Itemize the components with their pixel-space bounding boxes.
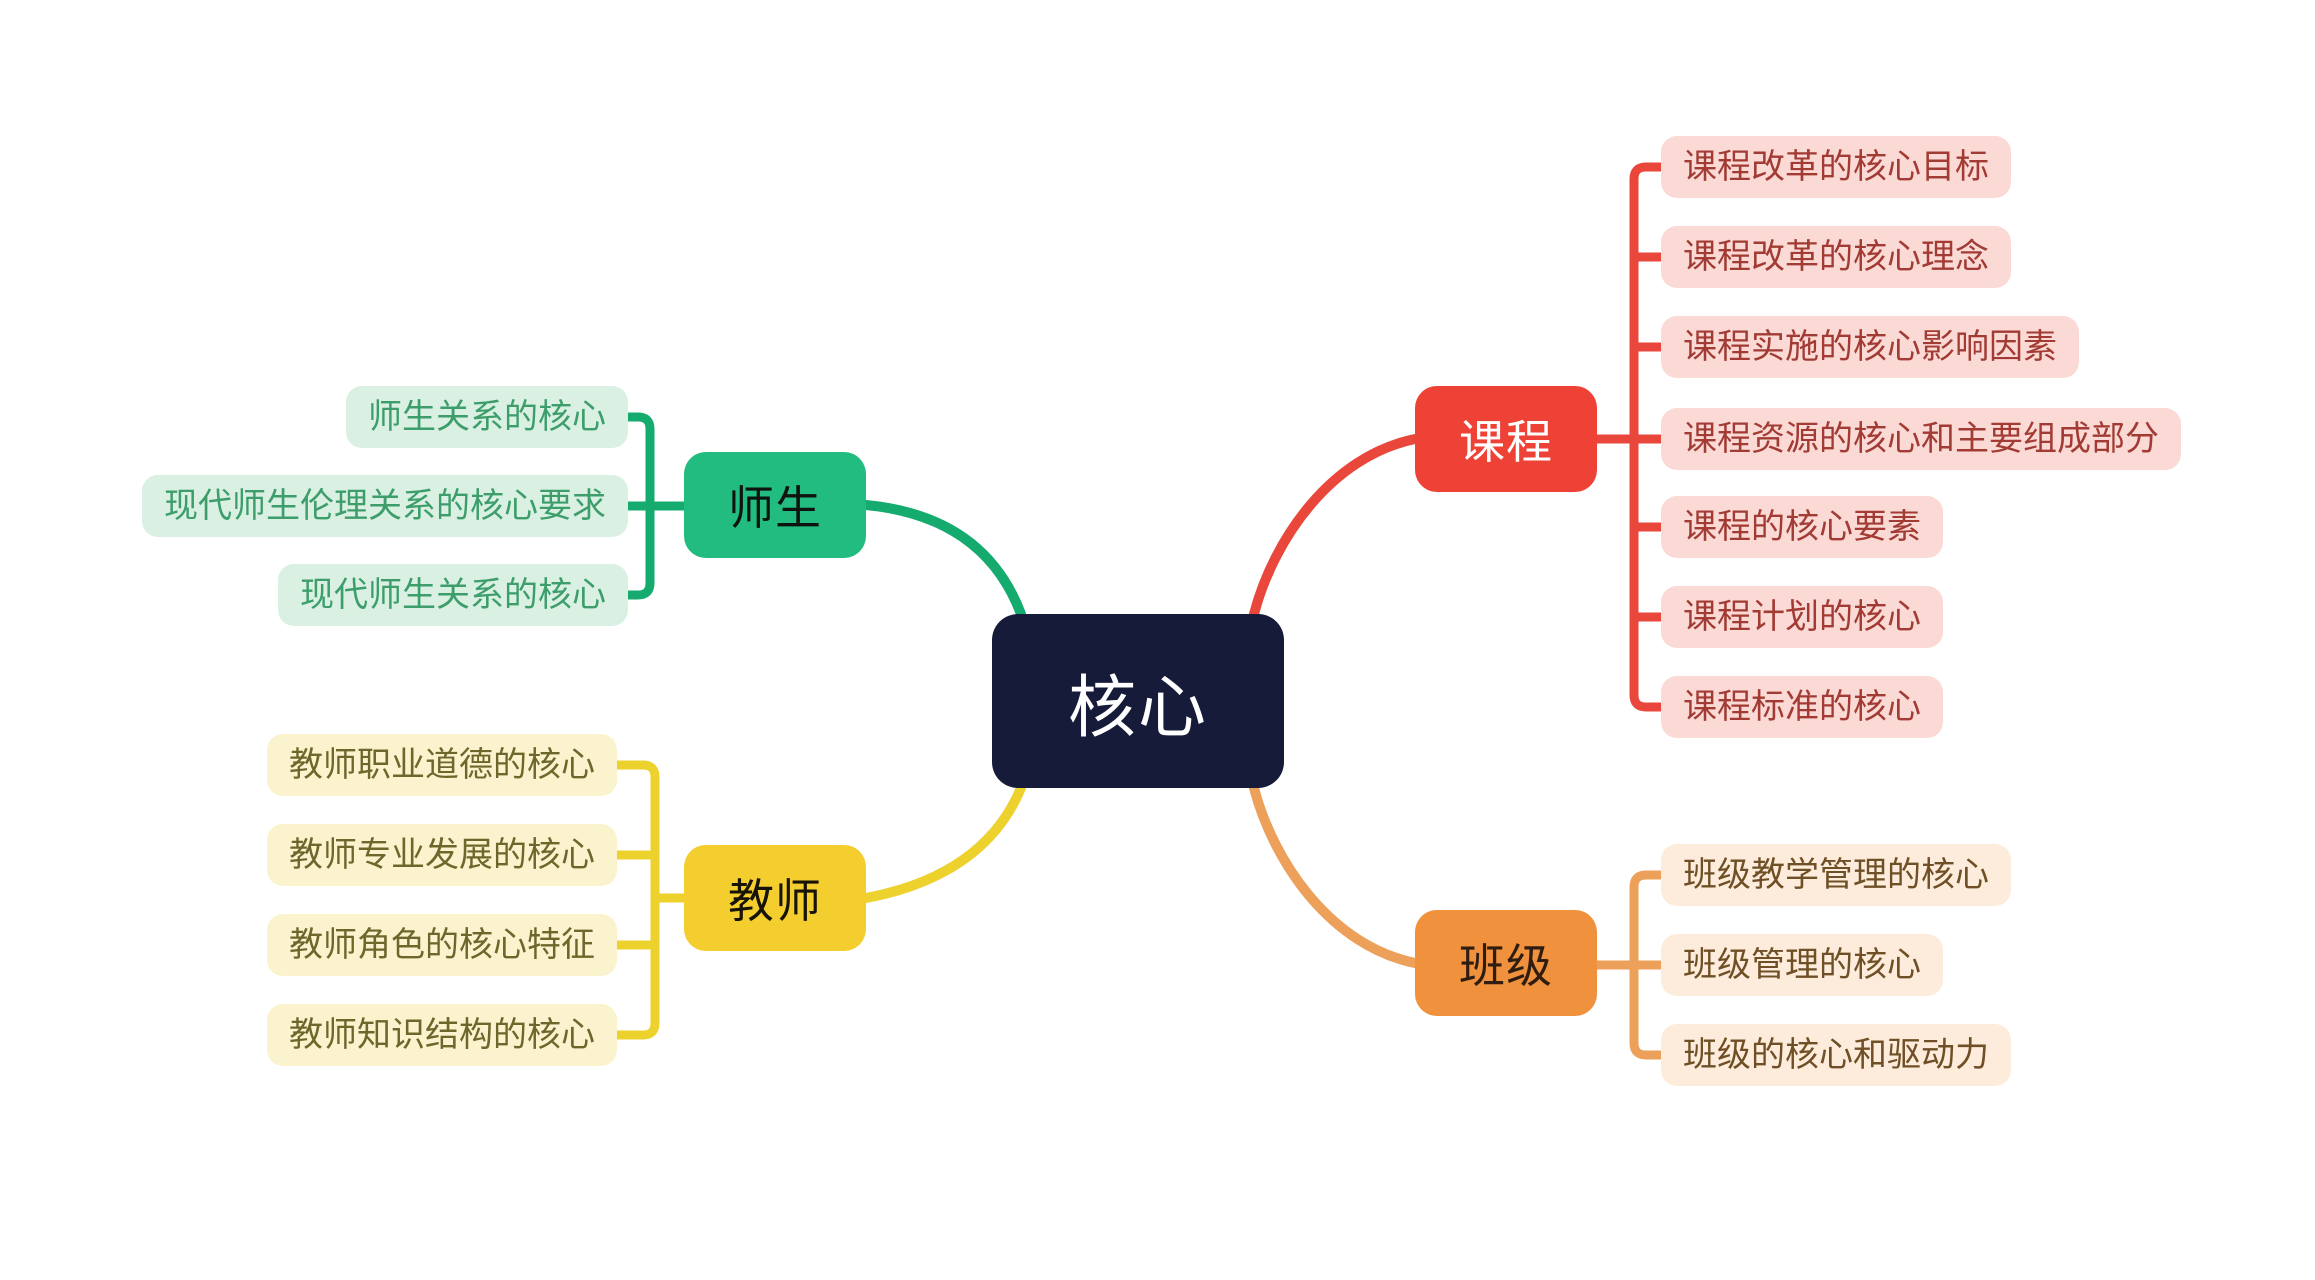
- branch-curve-class: [1249, 783, 1420, 968]
- child-topic-teacher-4[interactable]: 教师知识结构的核心: [267, 1004, 617, 1066]
- child-topic-class-1[interactable]: 班级教学管理的核心: [1661, 844, 2011, 906]
- child-topic-course-6[interactable]: 课程计划的核心: [1661, 586, 1943, 648]
- branch-trunk-teacher-student: [623, 412, 689, 600]
- branch-curve-course: [1249, 434, 1420, 619]
- branch-trunk-teacher: [612, 760, 689, 1040]
- branch-topic-course[interactable]: 课程: [1415, 386, 1597, 492]
- child-topic-teacher-student-1[interactable]: 师生关系的核心: [346, 386, 628, 448]
- child-topic-course-1[interactable]: 课程改革的核心目标: [1661, 136, 2011, 198]
- child-topic-class-3[interactable]: 班级的核心和驱动力: [1661, 1024, 2011, 1086]
- branch-topic-class[interactable]: 班级: [1415, 910, 1597, 1016]
- child-topic-course-5[interactable]: 课程的核心要素: [1661, 496, 1943, 558]
- child-topic-teacher-3[interactable]: 教师角色的核心特征: [267, 914, 617, 976]
- child-topic-course-4[interactable]: 课程资源的核心和主要组成部分: [1661, 408, 2181, 470]
- branch-topic-teacher-student[interactable]: 师生: [684, 452, 866, 558]
- child-topic-course-3[interactable]: 课程实施的核心影响因素: [1661, 316, 2079, 378]
- child-topic-teacher-student-3[interactable]: 现代师生关系的核心: [278, 564, 628, 626]
- child-topic-course-7[interactable]: 课程标准的核心: [1661, 676, 1943, 738]
- branch-trunk-course: [1592, 162, 1666, 712]
- branch-trunk-class: [1592, 870, 1666, 1060]
- child-topic-class-2[interactable]: 班级管理的核心: [1661, 934, 1943, 996]
- branch-curve-teacher: [861, 783, 1026, 903]
- child-topic-course-2[interactable]: 课程改革的核心理念: [1661, 226, 2011, 288]
- branch-curve-teacher-student: [861, 500, 1026, 619]
- central-topic[interactable]: 核心: [992, 614, 1284, 788]
- branch-topic-teacher[interactable]: 教师: [684, 845, 866, 951]
- child-topic-teacher-student-2[interactable]: 现代师生伦理关系的核心要求: [142, 475, 628, 537]
- child-topic-teacher-2[interactable]: 教师专业发展的核心: [267, 824, 617, 886]
- child-topic-teacher-1[interactable]: 教师职业道德的核心: [267, 734, 617, 796]
